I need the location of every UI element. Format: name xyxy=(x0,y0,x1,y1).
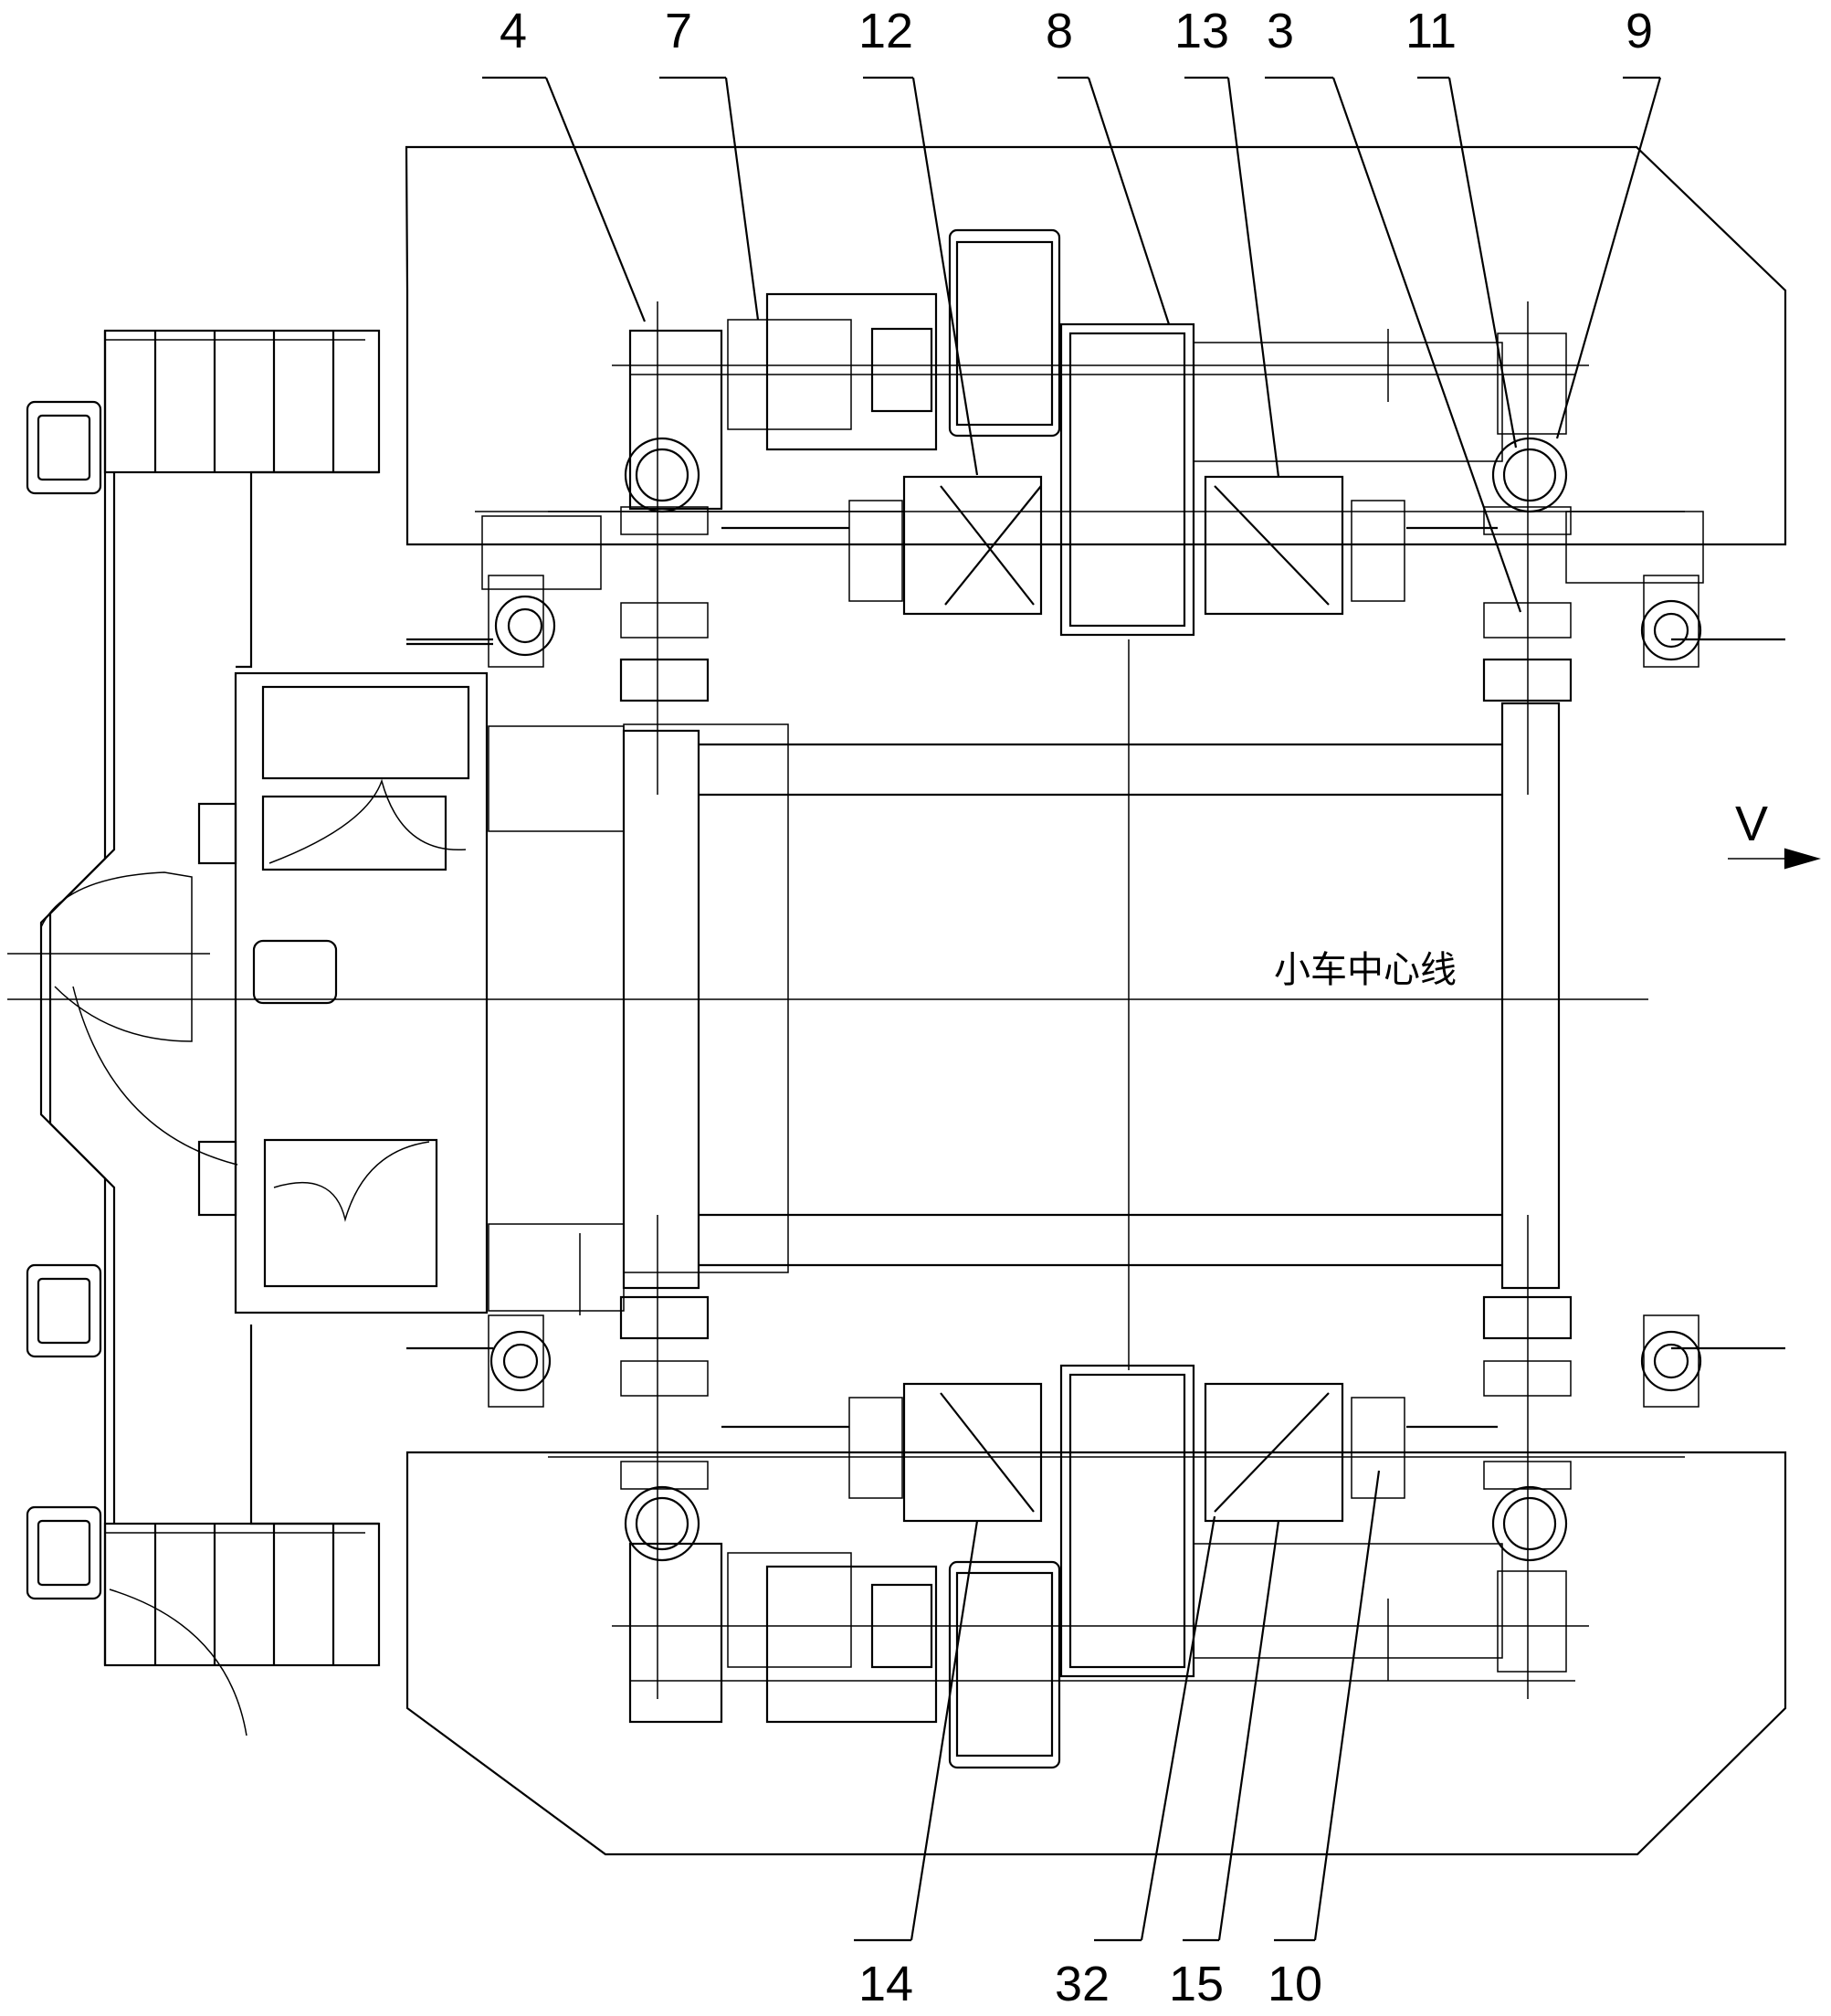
callout-14: 14 xyxy=(858,1957,913,2011)
left-buffer-middle xyxy=(26,1263,102,1358)
upper-left-wheel-group xyxy=(406,437,710,702)
left-buffer-lower xyxy=(26,1505,102,1600)
electrical-cabinet-block xyxy=(197,671,489,1314)
left-walkway xyxy=(7,329,381,1736)
lower-motor-housing xyxy=(765,1565,938,1724)
upper-reducer-8 xyxy=(1059,322,1195,637)
lower-left-wheel-group xyxy=(488,1295,710,1562)
centerline-label: 小车中心线 xyxy=(1274,950,1457,990)
upper-motor-12 xyxy=(902,475,1043,616)
callout-4: 4 xyxy=(500,4,527,58)
callout-3: 3 xyxy=(1267,4,1294,58)
callouts-top: 4 7 12 8 13 3 11 9 xyxy=(500,4,1653,58)
direction-label: V xyxy=(1735,797,1768,851)
left-buffer-upper xyxy=(26,400,102,495)
lower-right-wheel-group xyxy=(1482,1295,1702,1562)
lower-motor-14 xyxy=(902,1382,1043,1523)
center-frame xyxy=(488,702,1561,1315)
lower-brake-drum xyxy=(948,1560,1061,1769)
callout-15: 15 xyxy=(1169,1957,1224,2011)
upper-frame-outline xyxy=(405,145,1787,546)
upper-motor-13 xyxy=(1204,475,1344,616)
walkway-upper-grating xyxy=(103,329,381,474)
callout-32: 32 xyxy=(1055,1957,1110,2011)
callout-10: 10 xyxy=(1268,1957,1322,2011)
callout-8: 8 xyxy=(1046,4,1073,58)
lower-drive-assembly xyxy=(406,1215,1785,1769)
callout-9: 9 xyxy=(1626,4,1653,58)
upper-brake-drum xyxy=(948,228,1061,438)
callout-7: 7 xyxy=(665,4,692,58)
callout-12: 12 xyxy=(858,4,913,58)
leader-lines xyxy=(482,76,1662,1942)
upper-right-wheel-group xyxy=(1482,437,1702,702)
lower-reducer-32 xyxy=(1059,1364,1195,1678)
upper-drive-assembly xyxy=(406,228,1785,795)
callouts-bottom: 14 32 15 10 xyxy=(858,1957,1322,2011)
travel-direction-arrow: V xyxy=(1728,797,1822,870)
lower-motor-15 xyxy=(1204,1382,1344,1523)
callout-13: 13 xyxy=(1174,4,1229,58)
walkway-lower-grating xyxy=(103,1522,381,1667)
callout-11: 11 xyxy=(1405,4,1457,58)
upper-motor-housing xyxy=(765,292,938,451)
lower-frame-outline xyxy=(405,1451,1787,1856)
